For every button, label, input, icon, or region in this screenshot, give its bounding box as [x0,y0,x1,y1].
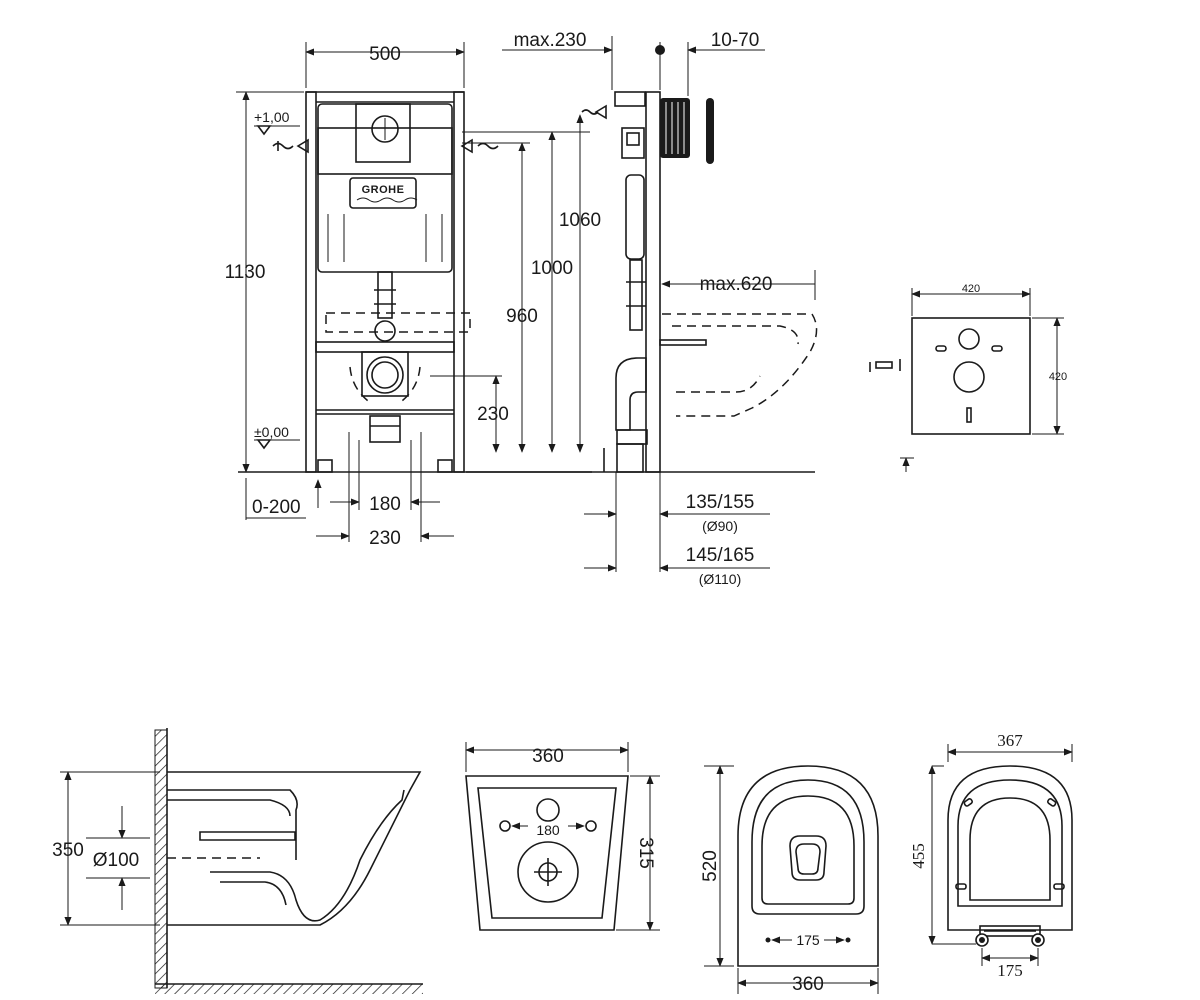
dim-top-width: 360 [792,974,824,995]
dim-foot-adjust: 0-200 [252,497,301,518]
bowl-back-view: 180 360 315 [465,742,660,931]
dim-range-10-70: 10-70 [711,30,760,51]
dim-spacing-180: 180 [369,494,401,515]
dim-d1: 135/155 [686,492,755,513]
bowl-side-section: 350 Ø100 [52,728,423,994]
dim-height-1060: 1060 [559,210,601,231]
level-floor: ±0,00 [254,424,289,440]
dim-d1-sub: (Ø90) [702,518,738,534]
dim-seat-width: 367 [997,731,1023,750]
insulation-plate: 420 420 [869,283,1067,472]
dim-d2-sub: (Ø110) [699,571,742,587]
dim-bowl-height: 350 [52,840,84,861]
dim-frame-width: 500 [369,44,401,65]
frame-front-view: GROHE 500 [225,42,601,549]
dim-height-960: 960 [506,306,538,327]
dim-d2: 145/165 [686,545,755,566]
dim-back-spacing: 180 [536,822,560,838]
dim-max-230: max.230 [514,30,587,51]
dim-seat-length: 455 [909,843,928,869]
dim-outlet-diameter: Ø100 [93,850,139,871]
frame-side-view: max.230 10-70 max.620 135/155 (Ø90) 145/… [466,30,818,587]
dim-frame-height: 1130 [225,262,266,283]
dim-top-length: 520 [700,850,721,882]
dim-seat-spacing: 175 [997,961,1023,980]
dim-back-height: 315 [635,837,656,869]
dim-max-620: max.620 [700,274,773,295]
dim-height-230: 230 [477,404,509,425]
dim-back-width: 360 [532,746,564,767]
bowl-top-view: 175 520 360 [700,765,879,995]
seat-top-view: 455 367 175 [909,731,1073,980]
dim-plate-width: 420 [962,283,980,295]
brand-logo: GROHE [362,184,405,196]
dim-height-1000: 1000 [531,258,573,279]
dim-spacing-230: 230 [369,528,401,549]
level-top: +1,00 [254,109,290,125]
dim-top-spacing: 175 [796,932,820,948]
dim-plate-height: 420 [1049,371,1067,383]
